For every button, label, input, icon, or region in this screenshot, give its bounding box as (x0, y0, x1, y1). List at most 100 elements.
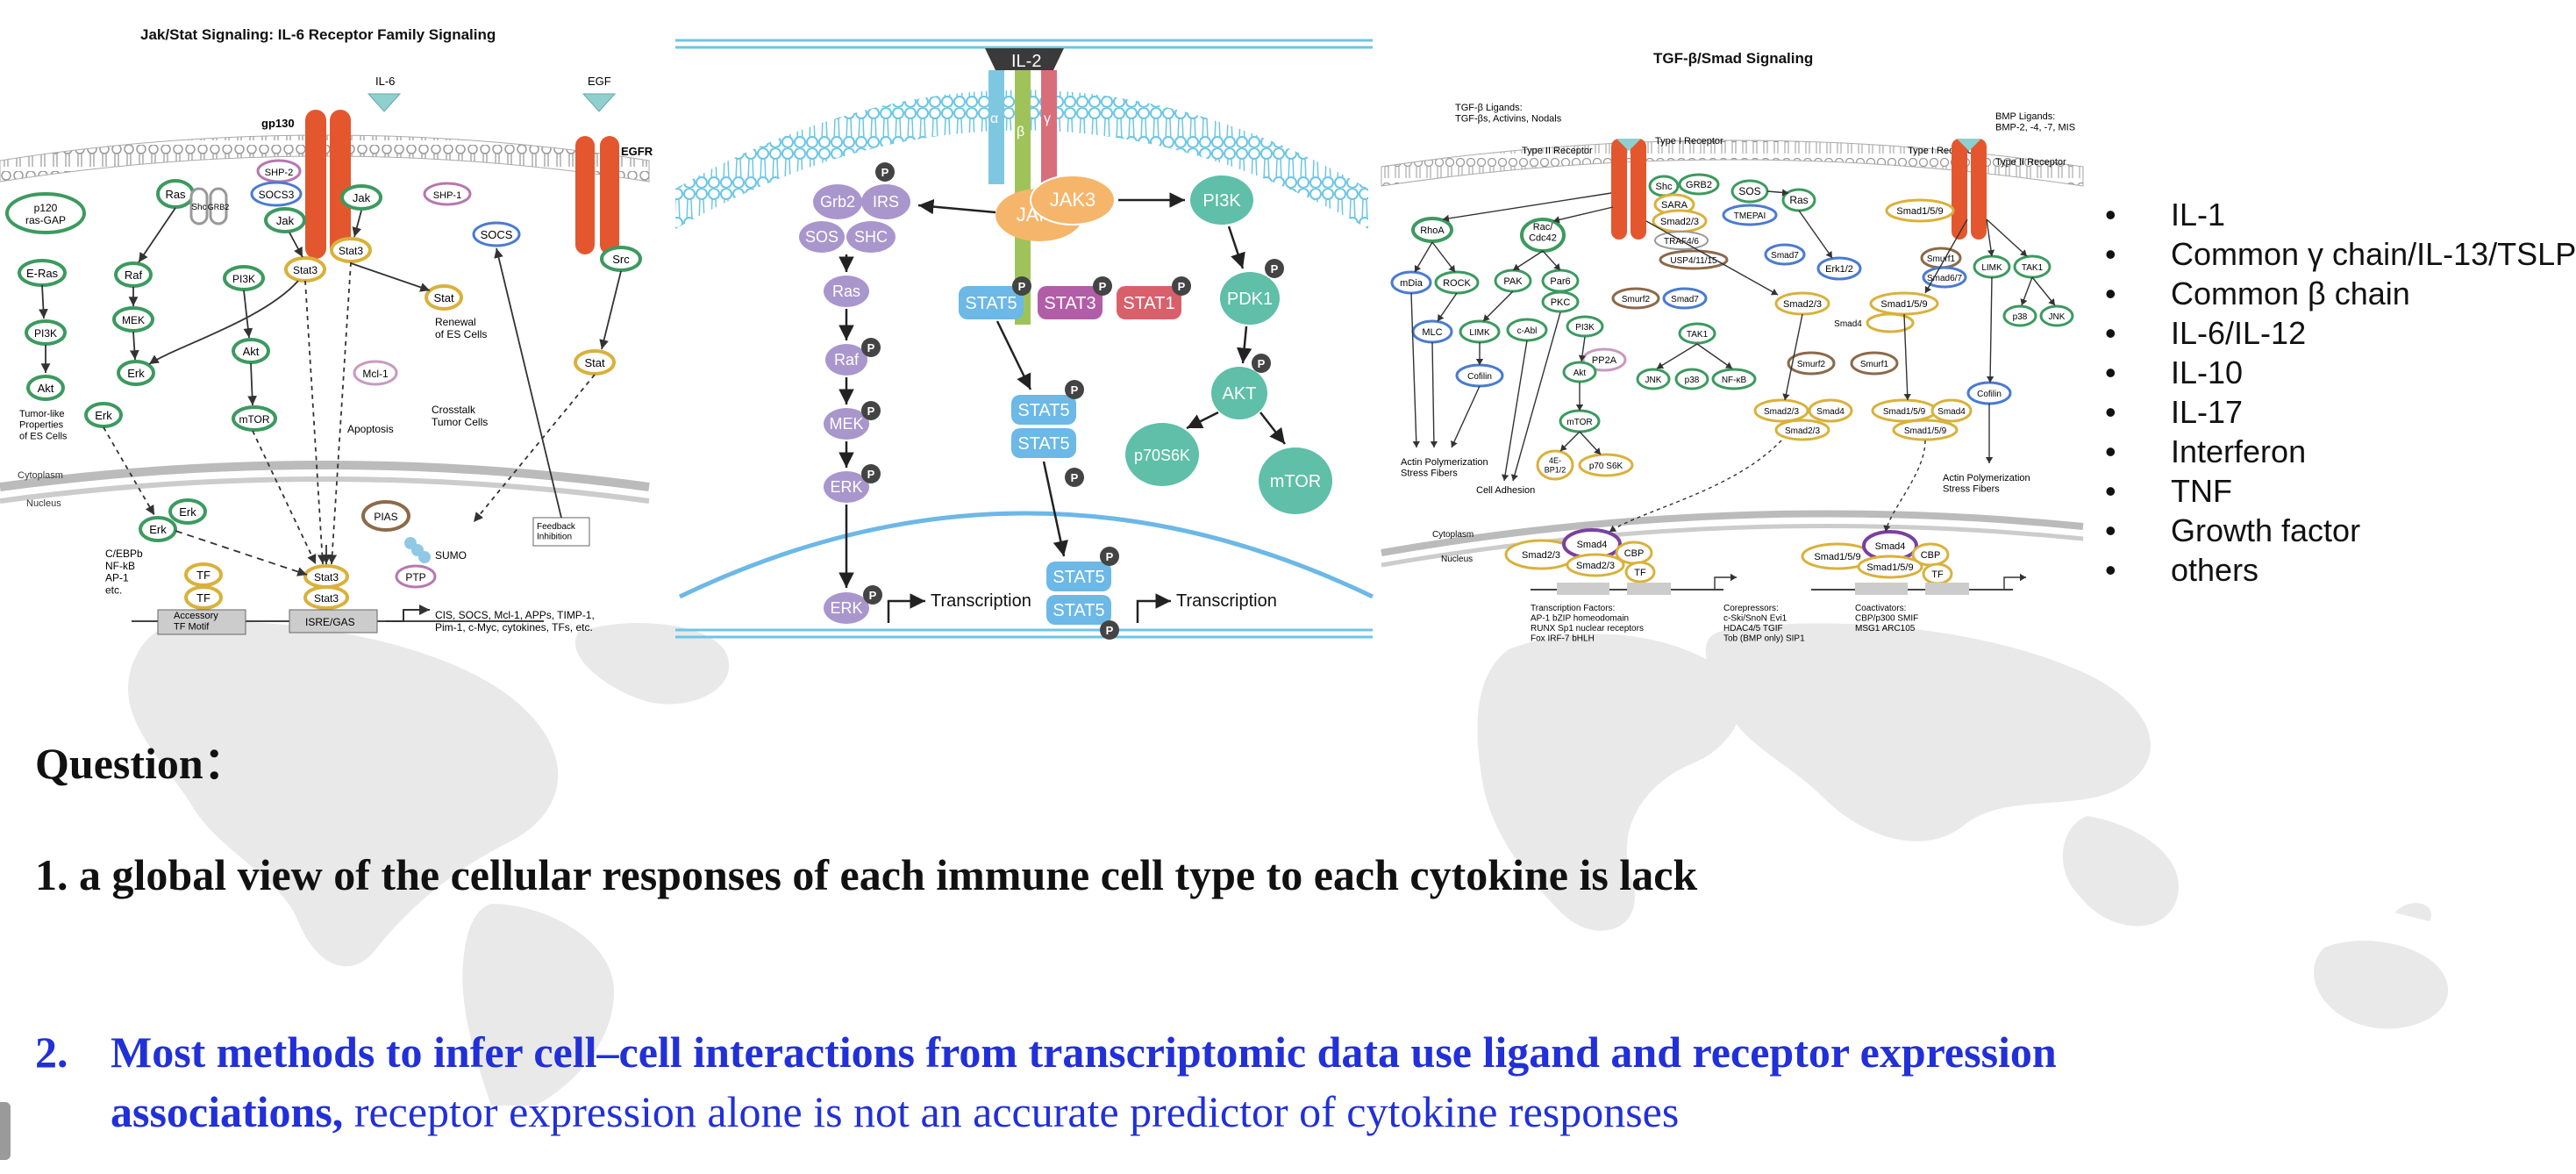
label-sos-r: SOS (1738, 185, 1760, 197)
label-pak: PAK (1503, 276, 1523, 287)
label-n-tf-b: TF (1931, 569, 1944, 580)
label-usp: USP4/11/15 (1670, 256, 1717, 266)
side-scroll-handle[interactable] (0, 1102, 11, 1160)
label-mtor: mTOR (1270, 472, 1322, 491)
label-n-smad159-b: Smad1/5/9 (1866, 562, 1913, 573)
label-isre: ISRE/GAS (305, 616, 355, 628)
label-sos: SOS (805, 228, 838, 246)
label-smad23-a: Smad2/3 (1660, 217, 1699, 227)
label-pkc: PKC (1551, 297, 1571, 308)
tgf-beta-smad-diagram: TGF-β/Smad Signaling Cytoplasm Nucleus T… (1381, 50, 2084, 644)
label-egfr: EGFR (621, 145, 653, 158)
label-smad7-b: Smad7 (1671, 295, 1699, 304)
label-mtor-r: mTOR (1566, 418, 1592, 427)
label-erk-a: Erk (127, 367, 145, 380)
label-apoptosis: Apoptosis (347, 423, 394, 435)
label-par6: Par6 (1550, 276, 1570, 287)
label-gamma: γ (1044, 111, 1051, 126)
p-badge: P (867, 404, 875, 418)
label-smad23-b: Smad2/3 (1783, 299, 1822, 310)
label-smad23-c: Smad2/3 (1764, 407, 1799, 417)
p-badge: P (1106, 624, 1114, 637)
label-socs3: SOCS3 (259, 189, 295, 201)
label-mdia: mDia (1400, 278, 1424, 289)
label-grb2-r: GRB2 (1686, 180, 1712, 190)
label-shp1: SHP-1 (433, 190, 461, 201)
label-limk-a: LIMK (1981, 263, 2002, 273)
label-nucleus: Nucleus (26, 498, 61, 509)
label-smad159-d: Smad1/5/9 (1904, 426, 1947, 436)
label-erk12: Erk1/2 (1825, 264, 1853, 275)
label-stat5-a: STAT5 (965, 294, 1017, 313)
label-type2-a: Type II Receptor (1522, 146, 1593, 156)
label-akt: AKT (1223, 384, 1257, 404)
label-alpha: α (990, 111, 998, 126)
list-item: TNF (2105, 471, 2576, 511)
list-item: IL-1 (2105, 195, 2576, 234)
label-smurf2-b: Smurf2 (1797, 360, 1826, 369)
label-tak1-a: TAK1 (2022, 263, 2044, 273)
list-item: IL-6/IL-12 (2105, 313, 2576, 353)
label-tak1-b: TAK1 (1687, 330, 1709, 340)
label-transcription-a: Transcription (931, 591, 1031, 611)
label-smurf2-a: Smurf2 (1622, 295, 1651, 304)
question-heading: Question： (35, 739, 247, 788)
sumo-icon (404, 537, 431, 563)
label-akt-a: Akt (38, 382, 54, 395)
label-rac: Rac/Cdc42 (1529, 222, 1557, 244)
label-eras: E-Ras (26, 267, 59, 280)
label-smad7-a: Smad7 (1771, 251, 1799, 261)
label-tgf-ligands: TGF-β Ligands:TGF-βs, Activins, Nodals (1455, 103, 1562, 125)
label-traf: TRAF4/6 (1664, 237, 1699, 247)
label-smad159-c: Smad1/5/9 (1883, 407, 1926, 417)
left-panel-title: Jak/Stat Signaling: IL-6 Receptor Family… (140, 26, 496, 43)
label-mtor: mTOR (239, 413, 269, 426)
cytokine-list: IL-1 Common γ chain/IL-13/TSLP Common β … (2105, 195, 2576, 590)
p-badge: P (1099, 280, 1107, 293)
label-n-smad4-a: Smad4 (1577, 540, 1608, 550)
label-p38-a: p38 (2013, 312, 2028, 322)
p-badge: P (1071, 383, 1079, 397)
label-cytoplasm-r: Cytoplasm (1432, 530, 1474, 540)
label-smad4-b: Smad4 (1816, 407, 1845, 417)
p-badge: P (869, 589, 877, 602)
label-mcl1: Mcl-1 (362, 368, 389, 380)
label-stat1: STAT1 (1123, 294, 1174, 313)
label-smurf1-b: Smurf1 (1860, 360, 1889, 369)
list-item: Growth factor (2105, 511, 2576, 550)
label-targets: CIS, SOCS, Mcl-1, APPs, TIMP-1,Pim-1, c-… (435, 609, 595, 634)
p-badge: P (1258, 357, 1266, 370)
jak-stat-il6-diagram: Jak/Stat Signaling: IL-6 Receptor Family… (0, 26, 653, 635)
p-badge: P (1071, 471, 1079, 484)
label-stat3a: Stat3 (293, 264, 318, 276)
right-panel-title: TGF-β/Smad Signaling (1653, 50, 1813, 67)
label-limk-b: LIMK (1469, 328, 1490, 338)
label-stat5-c: STAT5 (1017, 434, 1069, 454)
label-grb2: GRB2 (208, 203, 230, 211)
p-badge: P (1018, 280, 1026, 293)
label-smad67: Smad6/7 (1927, 274, 1962, 283)
label-jnk-a: JNK (2049, 312, 2066, 322)
label-tf-a: TF (196, 569, 211, 582)
label-mlc: MLC (1422, 327, 1442, 338)
list-item: Interferon (2105, 432, 2576, 471)
label-egf: EGF (588, 75, 611, 88)
label-tf-factors: Transcription Factors:AP-1 bZIP homeodom… (1531, 604, 1644, 644)
list-item: Common γ chain/IL-13/TSLP (2105, 234, 2576, 274)
question-item-2: 2. Most methods to infer cell–cell inter… (35, 1022, 2057, 1142)
label-n-smad4-b: Smad4 (1875, 541, 1906, 552)
label-nfkb: NF-κB (1722, 376, 1747, 385)
label-jnk-b: JNK (1645, 376, 1662, 385)
label-pi3k-a: PI3K (34, 327, 57, 340)
label-rock: ROCK (1443, 278, 1471, 289)
p-badge: P (1178, 280, 1186, 293)
label-mek: MEK (829, 415, 863, 433)
label-shp2: SHP-2 (265, 168, 293, 178)
label-n-smad159-a: Smad1/5/9 (1814, 552, 1860, 562)
question-item-1: 1. a global view of the cellular respons… (35, 850, 1698, 899)
label-p70s6k: p70S6K (1134, 447, 1190, 464)
